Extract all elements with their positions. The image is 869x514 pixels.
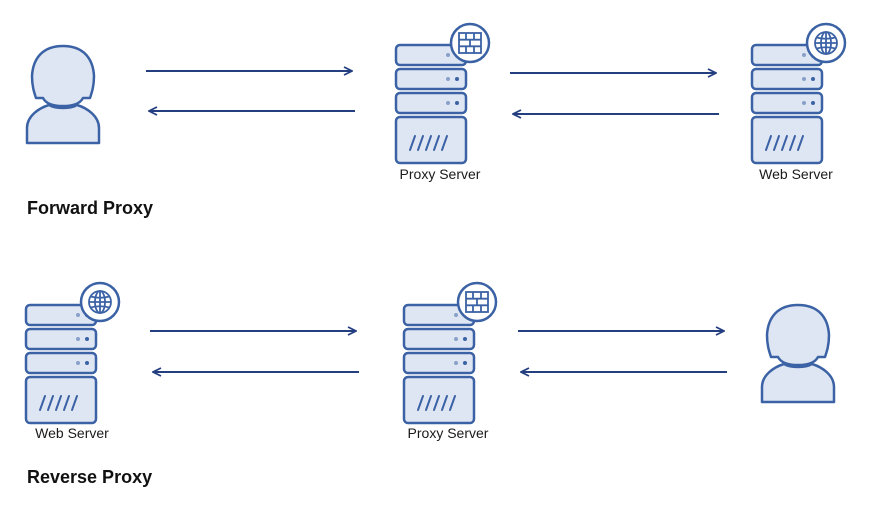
forward-web-server	[750, 22, 847, 165]
server-icon	[402, 303, 476, 425]
reverse-proxy-title: Reverse Proxy	[27, 467, 153, 487]
reverse-proxy-label: Proxy Server	[407, 425, 489, 441]
reverse-client	[760, 303, 836, 404]
forward-proxy-label: Proxy Server	[399, 166, 481, 182]
firewall-icon	[449, 22, 491, 64]
server-icon	[394, 43, 468, 165]
forward-web-label: Web Server	[759, 166, 833, 182]
reverse-proxy-server	[402, 281, 498, 425]
user-icon	[25, 44, 101, 145]
user-icon	[760, 303, 836, 404]
server-icon	[750, 43, 824, 165]
firewall-icon	[456, 281, 498, 323]
forward-proxy-title: Forward Proxy	[27, 198, 154, 218]
globe-icon	[79, 281, 121, 323]
forward-client	[25, 44, 101, 145]
server-icon	[24, 303, 98, 425]
reverse-web-server	[24, 281, 121, 425]
forward-proxy-server	[394, 22, 491, 165]
reverse-web-label: Web Server	[35, 425, 109, 441]
globe-icon	[805, 22, 847, 64]
